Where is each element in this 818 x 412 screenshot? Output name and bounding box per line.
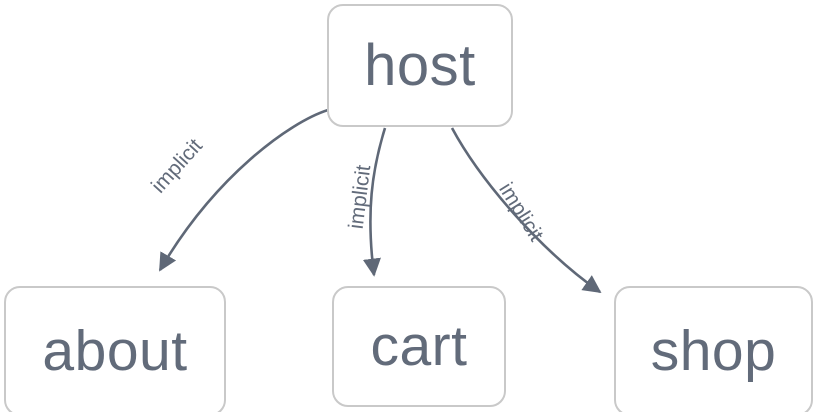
edge-host-shop bbox=[450, 127, 602, 294]
node-label-about: about bbox=[42, 318, 188, 383]
graph-node-host[interactable]: host bbox=[327, 4, 513, 127]
node-label-cart: cart bbox=[370, 314, 468, 378]
node-label-host: host bbox=[364, 32, 476, 98]
edge-host-cart bbox=[362, 127, 387, 277]
graph-node-cart[interactable]: cart bbox=[332, 286, 506, 407]
graph-node-shop[interactable]: shop bbox=[614, 286, 813, 412]
graph-node-about[interactable]: about bbox=[4, 286, 226, 412]
node-label-shop: shop bbox=[650, 318, 777, 383]
edge-host-about bbox=[158, 108, 329, 272]
